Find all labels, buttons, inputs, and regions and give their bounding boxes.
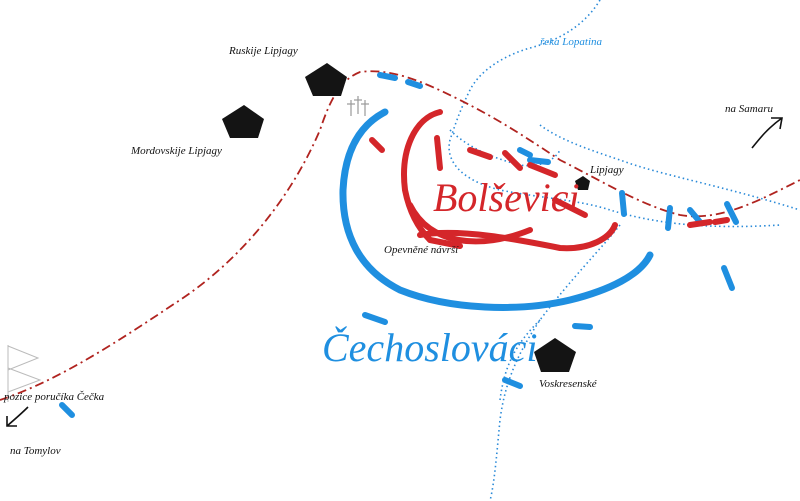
- cs-unit: [721, 265, 735, 291]
- red-unit: [502, 150, 523, 171]
- cs-unit: [517, 147, 533, 158]
- red-unit: [687, 219, 713, 228]
- red-unit: [427, 237, 463, 249]
- river-branch-lower: [499, 319, 541, 401]
- cs-unit: [527, 157, 551, 165]
- label-opevnene-navrsi: Opevněné návrší: [384, 244, 459, 256]
- red-unit: [552, 197, 588, 218]
- cs-unit: [619, 190, 627, 217]
- cs-unit: [405, 79, 423, 89]
- bolshevik-hill-inner: [417, 222, 618, 252]
- cs-unit: [687, 207, 703, 225]
- red-unit: [467, 147, 493, 160]
- river-branch-south: [489, 224, 621, 501]
- label-na-tomylov: na Tomylov: [10, 445, 61, 457]
- arrow-tomylov-icon: [6, 406, 29, 427]
- label-pozice-porucika-cecka: pozice poručíka Čečka: [4, 391, 105, 403]
- river-branch-upper: [449, 129, 561, 167]
- village-voskresenske-icon: [534, 338, 576, 372]
- cs-unit: [724, 201, 739, 225]
- label-bolsevici: Bolševici: [433, 175, 580, 220]
- cs-unit: [502, 377, 523, 389]
- label-lipjagy: Lipjagy: [590, 164, 624, 176]
- red-unit: [712, 217, 730, 225]
- label-na-samaru: na Samaru: [725, 103, 773, 115]
- czechoslovak-front: [339, 108, 654, 311]
- cs-unit: [59, 402, 75, 418]
- label-cechoslovaci: Čechoslováci: [322, 325, 538, 370]
- label-mordovskije-lipjagy: Mordovskije Lipjagy: [131, 145, 222, 157]
- arrow-samara-icon: [751, 117, 783, 149]
- cs-unit: [572, 323, 593, 330]
- red-unit: [527, 162, 558, 178]
- village-ruskije-icon: [305, 63, 347, 96]
- red-unit: [369, 137, 385, 153]
- flag-icon: [7, 345, 42, 402]
- label-ruskije-lipjagy: Ruskije Lipjagy: [229, 45, 298, 57]
- village-lipjagy-icon: [575, 176, 590, 190]
- cemetery-crosses-icon: [347, 96, 369, 116]
- bolshevik-hill-outline: [401, 109, 443, 243]
- river-lopatina: [448, 0, 781, 228]
- cs-unit: [377, 72, 398, 81]
- cs-unit: [665, 205, 673, 231]
- label-voskresenske: Voskresenské: [539, 378, 597, 390]
- village-mordovskije-icon: [222, 105, 264, 138]
- red-unit: [434, 135, 443, 171]
- cs-unit: [362, 312, 388, 325]
- bolshevik-hill-bottom: [407, 202, 533, 245]
- road: [0, 70, 800, 401]
- label-reka-lopatina: řeka Lopatina: [540, 36, 603, 48]
